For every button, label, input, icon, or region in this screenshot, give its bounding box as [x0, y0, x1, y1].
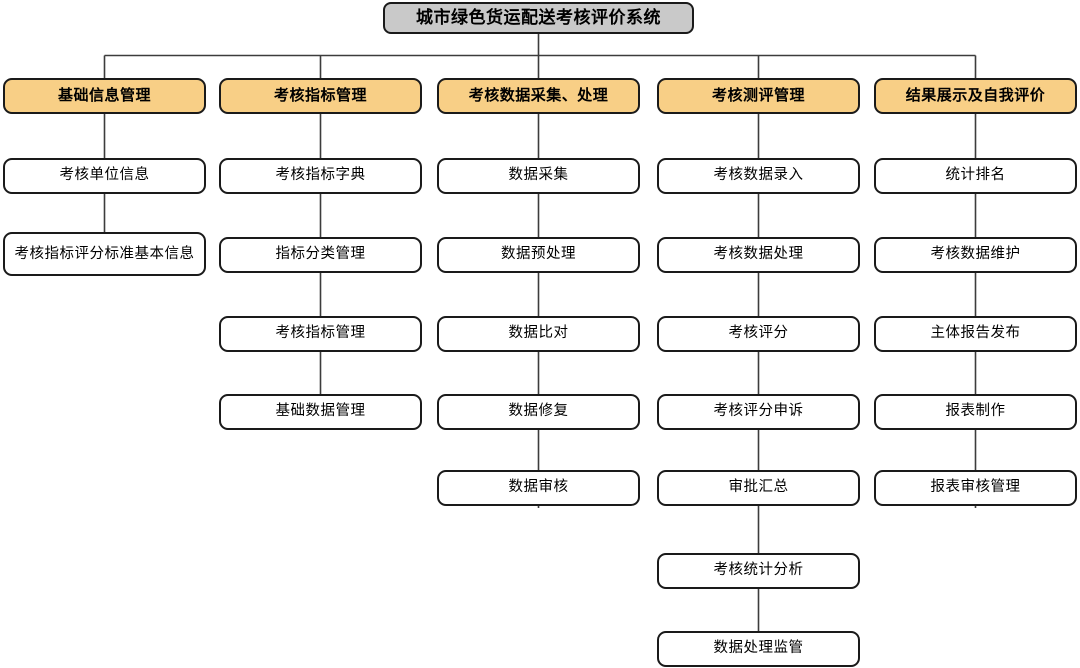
leaf-node-col4-item6[interactable]: 考核统计分析 — [657, 553, 860, 589]
leaf-node-col5-item5[interactable]: 报表审核管理 — [874, 470, 1077, 506]
leaf-node-col5-item3[interactable]: 主体报告发布 — [874, 316, 1077, 352]
leaf-node-col4-item7[interactable]: 数据处理监管 — [657, 631, 860, 667]
leaf-node-col1-item2[interactable]: 考核指标评分标准基本信息 — [3, 232, 206, 276]
leaf-node-col2-item2[interactable]: 指标分类管理 — [219, 237, 422, 273]
leaf-node-col4-item4[interactable]: 考核评分申诉 — [657, 394, 860, 430]
leaf-node-col3-item3[interactable]: 数据比对 — [437, 316, 640, 352]
leaf-node-col5-item4[interactable]: 报表制作 — [874, 394, 1077, 430]
leaf-node-col3-item5[interactable]: 数据审核 — [437, 470, 640, 506]
leaf-node-col2-item1[interactable]: 考核指标字典 — [219, 158, 422, 194]
leaf-node-col3-item1[interactable]: 数据采集 — [437, 158, 640, 194]
system-title-node: 城市绿色货运配送考核评价系统 — [383, 2, 694, 34]
leaf-node-col4-item5[interactable]: 审批汇总 — [657, 470, 860, 506]
leaf-node-col4-item2[interactable]: 考核数据处理 — [657, 237, 860, 273]
header-node-assessment-management[interactable]: 考核测评管理 — [657, 78, 860, 114]
leaf-node-col4-item3[interactable]: 考核评分 — [657, 316, 860, 352]
leaf-node-col5-item2[interactable]: 考核数据维护 — [874, 237, 1077, 273]
leaf-node-col3-item2[interactable]: 数据预处理 — [437, 237, 640, 273]
header-node-indicator-management[interactable]: 考核指标管理 — [219, 78, 422, 114]
leaf-node-col3-item4[interactable]: 数据修复 — [437, 394, 640, 430]
header-node-basic-info-management[interactable]: 基础信息管理 — [3, 78, 206, 114]
header-node-results-self-evaluation[interactable]: 结果展示及自我评价 — [874, 78, 1077, 114]
leaf-node-col2-item4[interactable]: 基础数据管理 — [219, 394, 422, 430]
leaf-node-col1-item1[interactable]: 考核单位信息 — [3, 158, 206, 194]
leaf-node-col5-item1[interactable]: 统计排名 — [874, 158, 1077, 194]
header-node-data-collection-processing[interactable]: 考核数据采集、处理 — [437, 78, 640, 114]
leaf-node-col4-item1[interactable]: 考核数据录入 — [657, 158, 860, 194]
leaf-node-col2-item3[interactable]: 考核指标管理 — [219, 316, 422, 352]
